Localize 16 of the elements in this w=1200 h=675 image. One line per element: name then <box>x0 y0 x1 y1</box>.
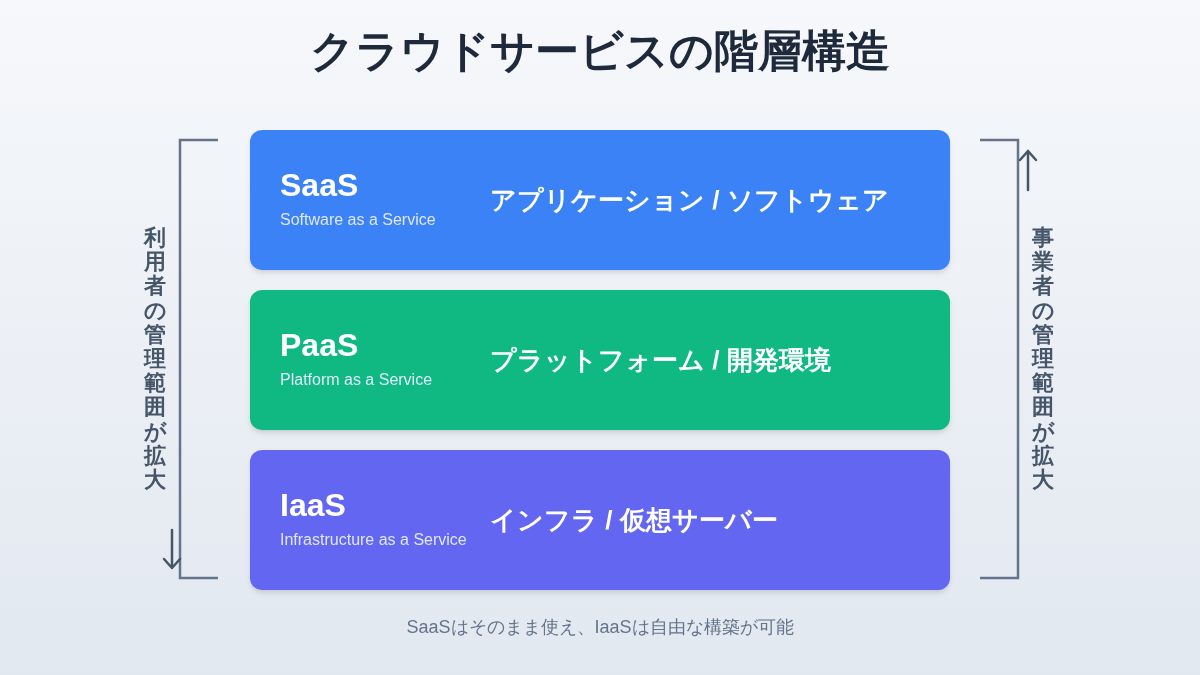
layer-full-name: Infrastructure as a Service <box>280 530 467 550</box>
layer-box <box>250 450 950 590</box>
caption: SaaSはそのまま使え、IaaSは自由な構築が可能 <box>406 616 794 639</box>
layer-description: アプリケーション / ソフトウェア <box>490 184 889 217</box>
layer-name: SaaS <box>280 166 359 205</box>
layer-description: インフラ / 仮想サーバー <box>490 504 778 537</box>
layer-box <box>250 290 950 430</box>
layer-box <box>250 130 950 270</box>
layer-full-name: Platform as a Service <box>280 370 433 390</box>
layer-name: PaaS <box>280 326 359 365</box>
title: クラウドサービスの階層構造 <box>310 25 890 77</box>
vertical-label: 利用者の管理範囲が拡大 <box>144 226 166 493</box>
vertical-label: 事業者の管理範囲が拡大 <box>1032 226 1054 493</box>
layer-full-name: Software as a Service <box>280 210 436 230</box>
layer-description: プラットフォーム / 開発環境 <box>490 344 831 377</box>
layer-name: IaaS <box>280 486 346 525</box>
